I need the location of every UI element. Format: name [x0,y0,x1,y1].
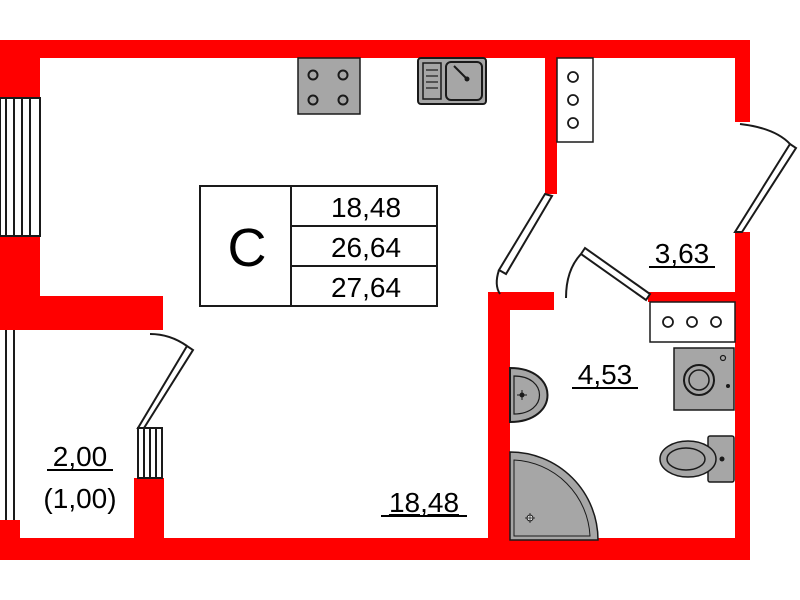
wall-right-bottom [735,232,750,558]
wall-bath-top-left [488,292,554,310]
wall-hall-left [545,58,557,194]
hall-door [495,192,554,295]
wall-bottom-pier [134,478,164,558]
wall-bottom [0,538,750,560]
wall-left-top [0,40,40,98]
radiator-icon [556,57,594,143]
entrance-door [733,123,798,233]
walls [0,40,750,560]
room-labels: 18,48 3,63 4,53 2,00 (1,00) [43,238,715,518]
window-left [0,97,41,237]
total-area-with-balcony-value: 27,64 [331,272,401,303]
washing-machine-icon [673,347,735,411]
main-room-area: 18,48 [389,487,459,518]
living-area-value: 18,48 [331,192,401,223]
total-area-value: 26,64 [331,232,401,263]
balcony-door [136,333,195,429]
kitchen-sink-icon [417,57,487,105]
stove-icon [297,57,361,115]
bathroom-door [565,246,652,302]
radiator-icon [649,301,736,343]
wall-bath-top-right [648,292,748,302]
toilet-icon [659,435,735,483]
apartment-type-letter: С [228,218,267,278]
washbasin-icon [509,366,549,424]
wall-bath-left [488,292,510,558]
wall-balcony-partition [0,296,163,330]
balcony-window [137,427,163,479]
balcony-reduced-area: (1,00) [43,483,116,514]
balcony-area: 2,00 [53,441,108,472]
wall-right-top [735,40,750,122]
balcony-glazing [5,330,15,520]
wall-top [0,40,750,58]
area-summary-table: С 18,48 26,64 27,64 [199,185,438,307]
bathroom-area: 4,53 [578,359,633,390]
shower-tray-icon [509,451,599,541]
hallway-area: 3,63 [655,238,710,269]
